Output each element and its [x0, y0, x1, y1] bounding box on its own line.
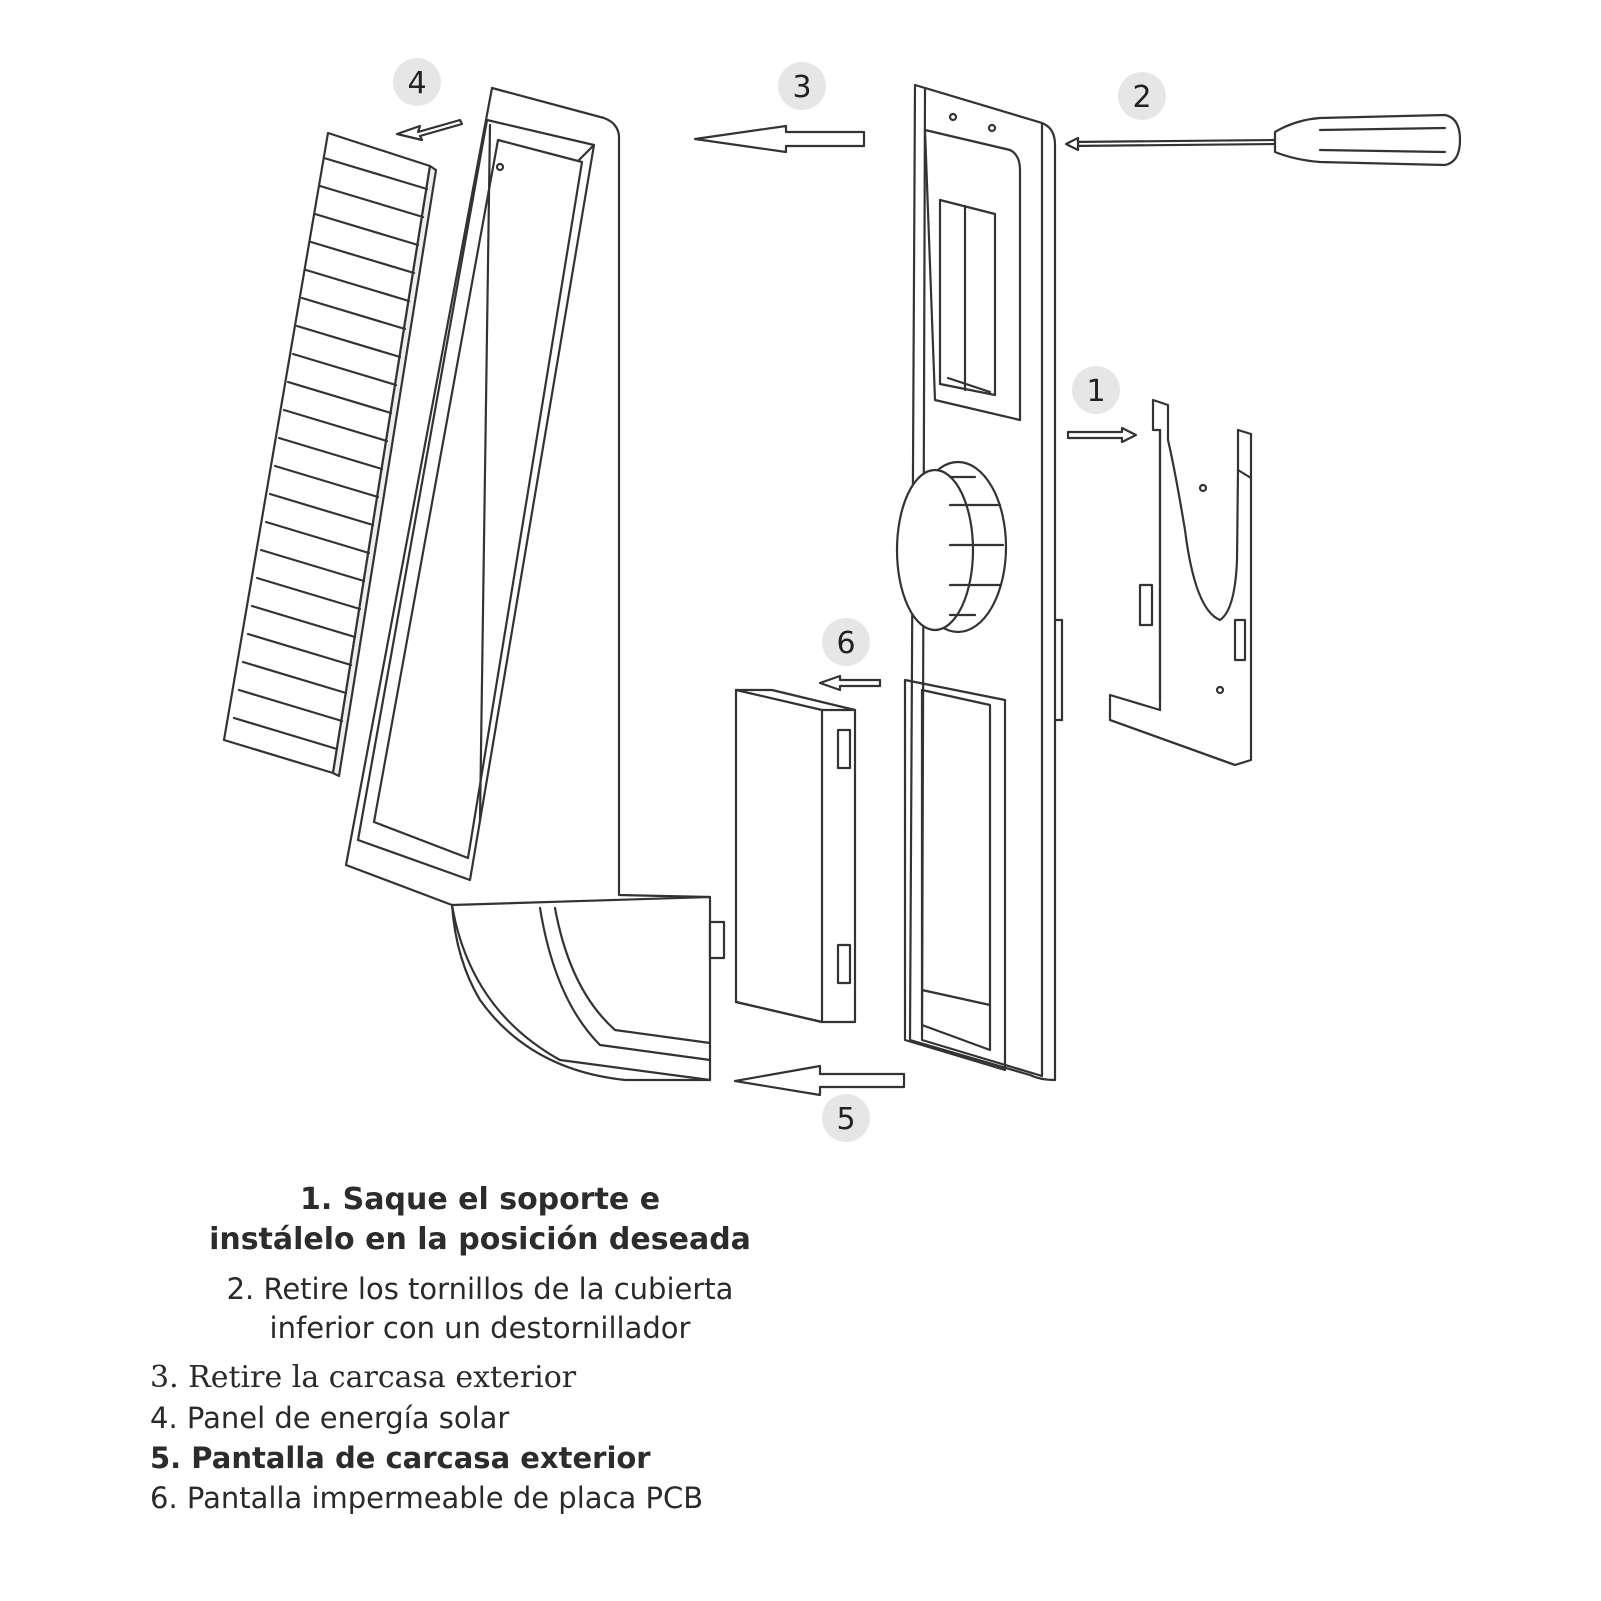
pcb-box	[734, 688, 857, 1024]
knob	[895, 460, 1008, 634]
step-badge-3: 3	[778, 62, 826, 110]
step-badge-5: 5	[822, 1094, 870, 1142]
legend-item-3: 3. Retire la carcasa exterior	[150, 1360, 577, 1395]
legend-item-2: 2. Retire los tornillos de la cubierta i…	[150, 1270, 810, 1348]
arrow-step-5	[733, 1064, 906, 1097]
step-badge-1: 1	[1072, 366, 1120, 414]
outer-housing	[344, 86, 726, 1082]
legend-item-4: 4. Panel de energía solar	[150, 1401, 510, 1435]
arrow-step-1	[1066, 426, 1138, 444]
legend-item-1: 1. Saque el soporte e instálelo en la po…	[150, 1180, 810, 1260]
step-number: 6	[836, 626, 855, 661]
step-number: 3	[792, 70, 811, 105]
legend-item-5: 5. Pantalla de carcasa exterior	[150, 1441, 651, 1475]
arrow-step-4	[395, 118, 464, 142]
mounting-bracket	[1108, 398, 1253, 767]
step-number: 1	[1086, 374, 1105, 409]
step-number: 4	[407, 66, 426, 101]
step-number: 5	[836, 1102, 855, 1137]
arrow-step-6	[818, 674, 882, 692]
step-badge-4: 4	[393, 58, 441, 106]
step-badge-2: 2	[1118, 72, 1166, 120]
step-badge-6: 6	[822, 618, 870, 666]
legend-item-6: 6. Pantalla impermeable de placa PCB	[150, 1481, 704, 1515]
instructions-legend: 1. Saque el soporte e instálelo en la po…	[150, 1180, 810, 1518]
step-number: 2	[1132, 80, 1151, 115]
arrow-step-3	[693, 124, 866, 154]
legend-item-1-line-2: instálelo en la posición deseada	[209, 1222, 751, 1257]
legend-item-2-line-2: inferior con un destornillador	[269, 1311, 691, 1345]
screwdriver	[1064, 113, 1462, 167]
legend-item-2-line-1: 2. Retire los tornillos de la cubierta	[226, 1272, 734, 1306]
solar-panel	[222, 131, 438, 778]
legend-item-1-line-1: 1. Saque el soporte e	[299, 1182, 661, 1217]
exploded-assembly-diagram: 4 3 2 1 6 5	[222, 58, 1462, 1142]
